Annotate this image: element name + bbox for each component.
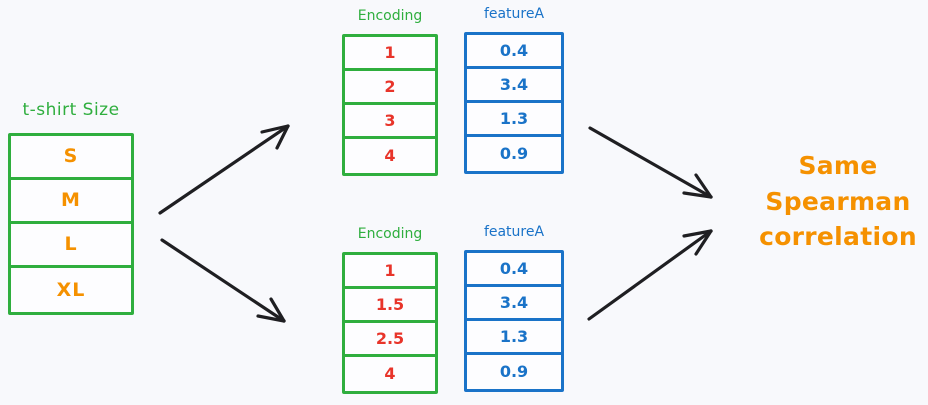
table-row: XL <box>11 268 131 312</box>
encoding-cell: 4 <box>384 364 396 383</box>
feature-cell: 1.3 <box>499 326 529 346</box>
table-row: 0.9 <box>467 137 561 171</box>
top-feature-rows: 0.4 3.4 1.3 0.9 <box>464 32 564 174</box>
table-row: 4 <box>345 357 435 391</box>
encoding-cell: 2.5 <box>375 328 405 348</box>
feature-cell: 0.4 <box>499 258 529 278</box>
conclusion-line-1: Same <box>798 151 878 180</box>
encoding-cell: 2 <box>384 76 396 96</box>
table-row: 1 <box>345 37 435 71</box>
table-row: 0.9 <box>467 355 561 389</box>
top-encoding-rows: 1 2 3 4 <box>342 34 438 176</box>
conclusion-text: Same Spearman correlation <box>748 148 928 255</box>
conclusion-line-3: correlation <box>759 222 917 251</box>
bottom-feature-title: featureA <box>483 224 545 240</box>
encoding-cell: 3 <box>384 110 396 130</box>
bottom-feature-rows: 0.4 3.4 1.3 0.9 <box>464 250 564 392</box>
feature-cell: 1.3 <box>499 108 529 128</box>
table-row: L <box>11 224 131 268</box>
table-row: 0.4 <box>467 35 561 69</box>
arrow-size-to-bottom-encoding <box>160 238 286 323</box>
t-shirt-size-title: t-shirt Size <box>22 100 120 120</box>
table-row: 1.3 <box>467 321 561 355</box>
table-row: 1 <box>345 255 435 289</box>
t-shirt-size-rows: S M L XL <box>8 133 134 315</box>
arrow-bottom-feature-to-conclusion <box>587 229 713 321</box>
bottom-encoding-title: Encoding <box>357 226 423 242</box>
size-cell: XL <box>56 278 86 301</box>
arrow-top-feature-to-conclusion <box>588 126 713 199</box>
table-row: M <box>11 180 131 224</box>
table-row: 3.4 <box>467 287 561 321</box>
feature-cell: 3.4 <box>499 74 529 94</box>
conclusion-line-2: Spearman <box>765 186 911 216</box>
encoding-cell: 1.5 <box>375 294 405 314</box>
table-row: 1.5 <box>345 289 435 323</box>
feature-cell: 3.4 <box>499 292 529 312</box>
size-cell: M <box>61 189 81 211</box>
arrow-size-to-top-encoding <box>158 124 290 215</box>
encoding-cell: 4 <box>384 146 396 165</box>
table-row: 3 <box>345 105 435 139</box>
table-row: 3.4 <box>467 69 561 103</box>
table-row: 0.4 <box>467 253 561 287</box>
table-row: 2.5 <box>345 323 435 357</box>
table-row: S <box>11 136 131 180</box>
encoding-cell: 1 <box>384 260 396 280</box>
encoding-cell: 1 <box>384 42 396 62</box>
feature-cell: 0.9 <box>499 362 529 381</box>
size-cell: S <box>63 145 79 167</box>
feature-cell: 0.9 <box>499 144 529 163</box>
table-row: 1.3 <box>467 103 561 137</box>
size-cell: L <box>64 233 78 255</box>
top-encoding-title: Encoding <box>357 8 423 24</box>
bottom-encoding-rows: 1 1.5 2.5 4 <box>342 252 438 394</box>
top-feature-title: featureA <box>483 6 545 22</box>
table-row: 2 <box>345 71 435 105</box>
feature-cell: 0.4 <box>499 40 529 60</box>
table-row: 4 <box>345 139 435 173</box>
